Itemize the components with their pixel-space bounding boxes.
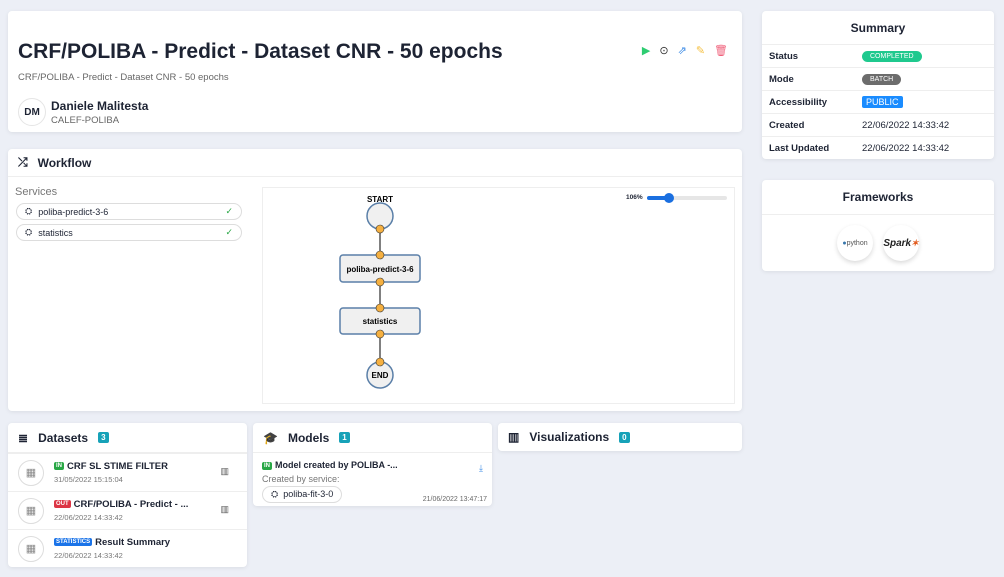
end-label: END — [372, 371, 389, 380]
datasets-title: Datasets — [38, 430, 89, 445]
summary-row-accessibility: Accessibility PUBLIC — [762, 90, 994, 113]
created-by-label: Created by service: — [262, 474, 340, 484]
clock-icon[interactable]: ⊙ — [659, 45, 669, 57]
trash-icon[interactable]: 🗑 — [714, 45, 728, 57]
summary-row-mode: Mode BATCH — [762, 67, 994, 90]
header-card: CRF/POLIBA - Predict - Dataset CNR - 50 … — [8, 11, 742, 132]
workflow-graph: START poliba-predict-3-6 statistics END — [339, 195, 421, 389]
statistics-tag: STATISTICS — [54, 538, 93, 547]
summary-card: Summary Status COMPLETED Mode BATCH Access… — [762, 11, 994, 159]
label: Last Updated — [769, 142, 830, 154]
label: Status — [769, 50, 799, 62]
label: Created — [769, 119, 805, 131]
port — [375, 329, 385, 339]
models-title: Models — [287, 430, 330, 445]
share-icon[interactable]: ⇗ — [677, 45, 687, 57]
model-date: 21/06/2022 13:47:17 — [422, 496, 487, 503]
port — [375, 303, 385, 313]
graduation-cap-icon: 🎓 — [263, 430, 278, 445]
node-label: statistics — [363, 317, 398, 326]
zoom-label: 106% — [626, 194, 643, 201]
avatar: DM — [18, 98, 46, 126]
status-badge: COMPLETED — [862, 50, 922, 62]
service-chip[interactable]: ⛭poliba-fit-3-0 — [262, 486, 343, 503]
spark-logo: Spark✶ — [883, 225, 919, 261]
python-logo: ●python — [837, 225, 873, 261]
dataset-date: 22/06/2022 14:33:42 — [54, 551, 123, 560]
in-tag: IN — [262, 461, 272, 470]
created-value: 22/06/2022 14:33:42 — [862, 119, 950, 131]
user-name[interactable]: Daniele Malitesta — [51, 99, 149, 113]
summary-row-created: Created 22/06/2022 14:33:42 — [762, 113, 994, 136]
start-label: START — [367, 195, 393, 204]
port — [375, 250, 385, 260]
summary-title: Summary — [850, 21, 906, 35]
download-icon[interactable]: ⤓ — [479, 463, 483, 473]
service-item[interactable]: ⛭poliba-predict-3-6✓ — [16, 203, 242, 220]
check-circle-icon: ✓ — [225, 206, 233, 216]
service-icon: ⛭ — [25, 227, 33, 237]
user-org: CALEF-POLIBA — [51, 115, 120, 126]
models-count: 1 — [339, 432, 350, 443]
accessibility-badge: PUBLIC — [862, 96, 903, 108]
bar-chart-icon: ▥ — [508, 430, 520, 444]
shuffle-icon: ⤮ — [18, 155, 28, 169]
page-title: CRF/POLIBA - Predict - Dataset CNR - 50 … — [18, 40, 503, 63]
port — [375, 224, 385, 234]
visualizations-card: ▥ Visualizations 0 — [498, 423, 742, 451]
play-icon[interactable]: ▶ — [641, 45, 651, 57]
dataset-date: 31/05/2022 15:15:04 — [54, 475, 123, 484]
check-circle-icon: ✓ — [225, 227, 233, 237]
out-tag: OUT — [54, 500, 71, 509]
summary-row-updated: Last Updated 22/06/2022 14:33:42 — [762, 136, 994, 159]
node-label: poliba-predict-3-6 — [346, 265, 414, 274]
dataset-date: 22/06/2022 14:33:42 — [54, 513, 123, 522]
zoom-slider[interactable] — [647, 193, 727, 203]
visualizations-count: 0 — [619, 431, 630, 443]
frameworks-card: Frameworks ●python Spark✶ — [762, 180, 994, 271]
datasets-count: 3 — [98, 432, 109, 443]
mode-badge: BATCH — [862, 73, 902, 85]
summary-row-status: Status COMPLETED — [762, 44, 994, 67]
workflow-canvas[interactable]: 106% START poliba-predict-3-6 statistics… — [262, 187, 735, 404]
table-icon: ▦ — [18, 459, 44, 486]
in-tag: IN — [54, 462, 64, 471]
bar-chart-icon[interactable]: ▥ — [220, 504, 229, 514]
workflow-card: ⤮Workflow Services ⛭poliba-predict-3-6✓ … — [8, 149, 742, 411]
frameworks-title: Frameworks — [762, 180, 994, 215]
visualizations-title: Visualizations — [529, 430, 610, 444]
service-icon: ⛭ — [271, 489, 279, 499]
model-name[interactable]: Model created by POLIBA -... — [275, 460, 398, 470]
dataset-name[interactable]: Result Summary — [95, 537, 171, 548]
port — [375, 357, 385, 367]
database-icon: ≣ — [18, 430, 29, 445]
label: Mode — [769, 73, 794, 85]
table-icon: ▦ — [18, 535, 44, 562]
dataset-name[interactable]: CRF/POLIBA - Predict - ... — [73, 499, 189, 510]
port — [375, 277, 385, 287]
label: Accessibility — [769, 96, 828, 108]
page-subtitle: CRF/POLIBA - Predict - Dataset CNR - 50 … — [18, 72, 229, 83]
service-item[interactable]: ⛭statistics✓ — [16, 224, 242, 241]
services-label: Services — [15, 186, 58, 198]
bar-chart-icon[interactable]: ▥ — [220, 466, 229, 476]
updated-value: 22/06/2022 14:33:42 — [862, 142, 950, 154]
service-icon: ⛭ — [25, 206, 33, 216]
edit-icon[interactable]: ✎ — [695, 45, 706, 57]
dataset-name[interactable]: CRF SL STIME FILTER — [67, 461, 168, 472]
workflow-title: Workflow — [37, 155, 92, 170]
table-icon: ▦ — [18, 497, 44, 524]
